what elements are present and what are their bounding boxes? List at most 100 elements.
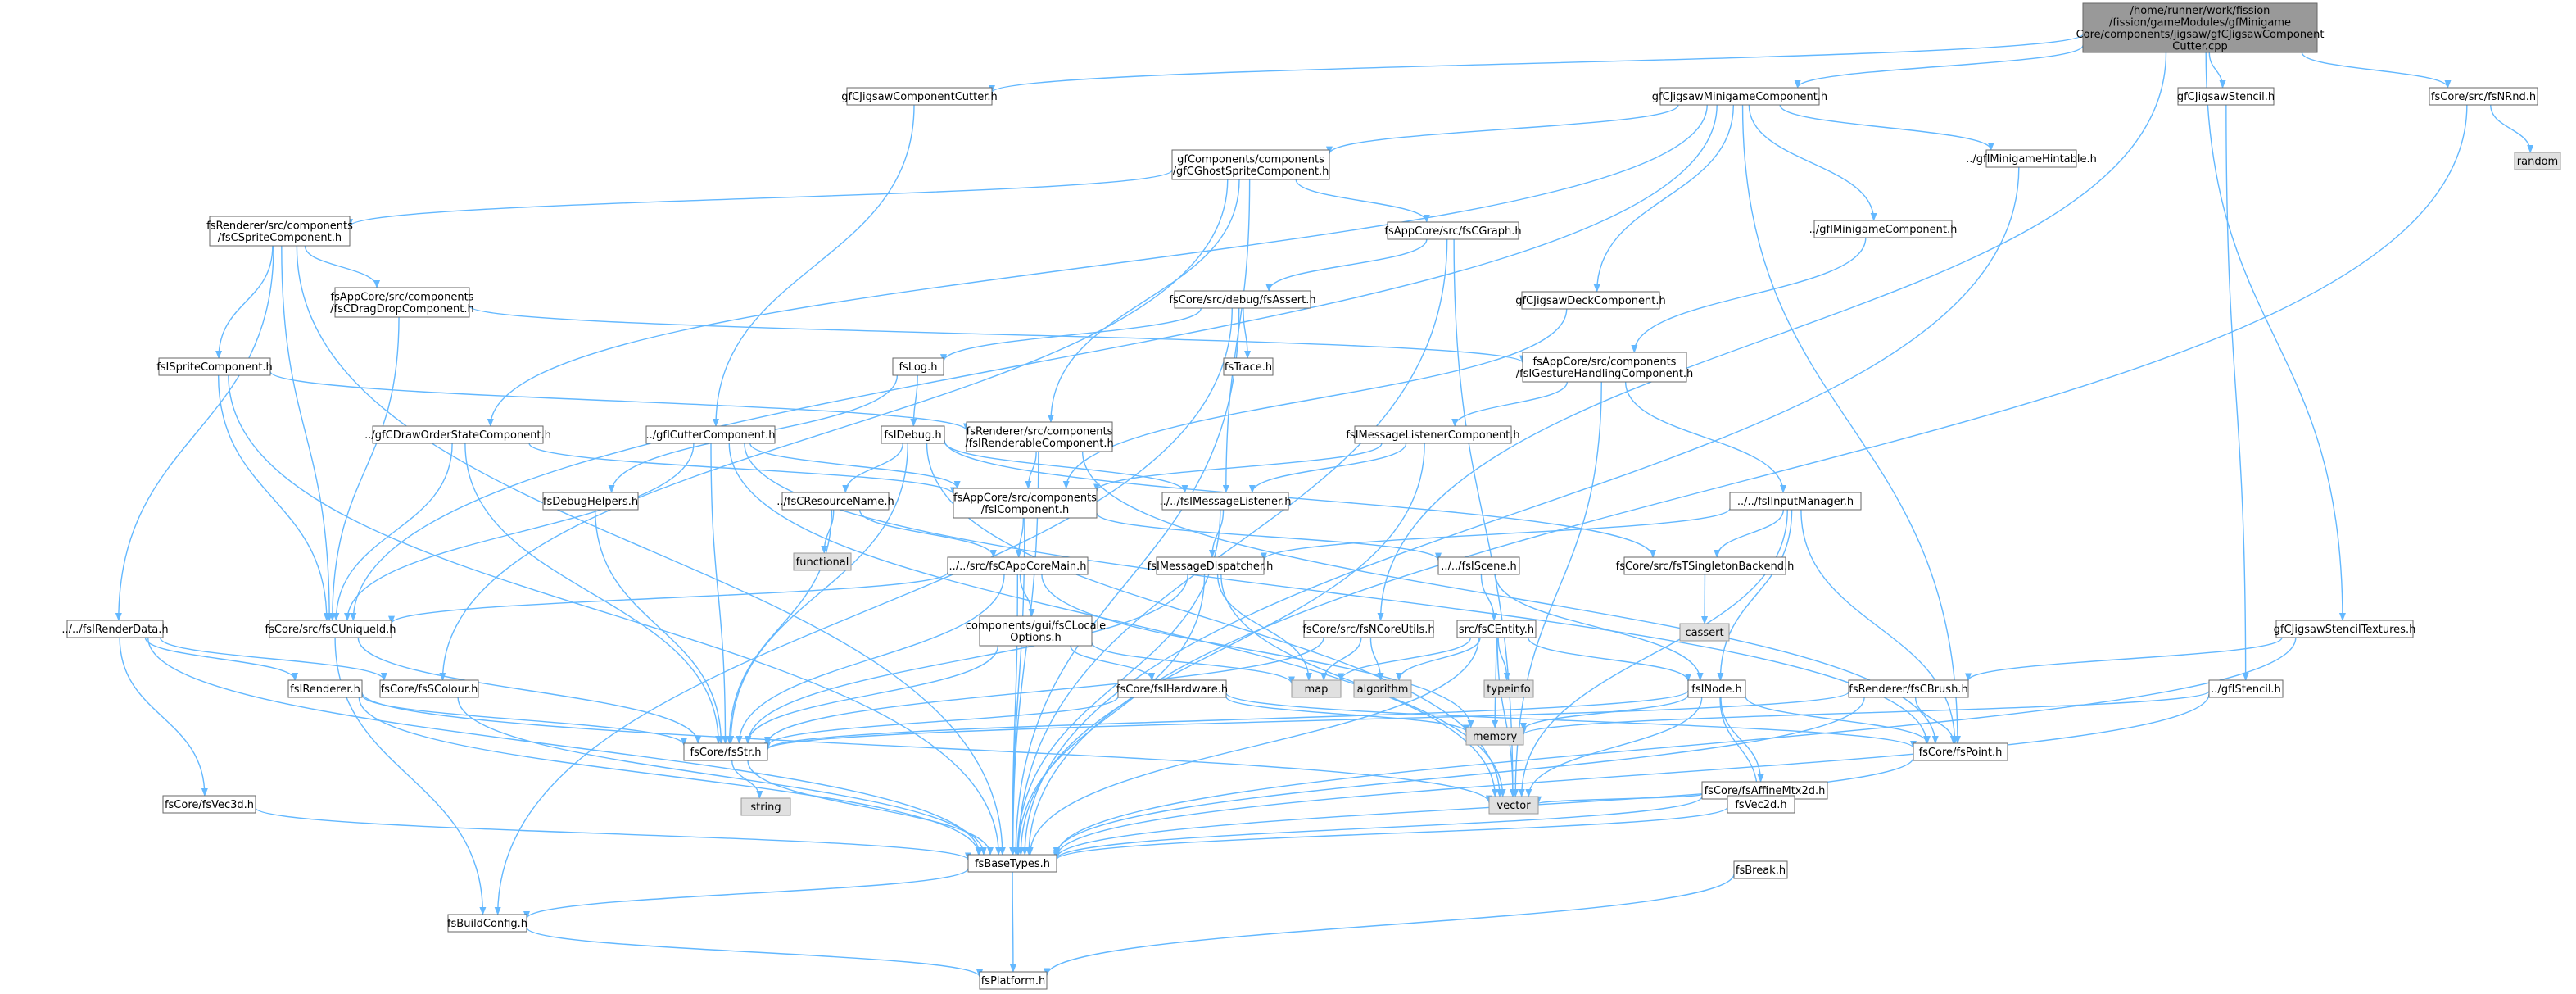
node-nrnd[interactable]: fsCore/src/fsNRnd.h <box>2429 87 2538 106</box>
node-label: fsCore/src/fsCUniqueId.h <box>265 624 396 636</box>
edge-baseTypes-to-platform <box>1009 871 1016 973</box>
node-algorithm[interactable]: algorithm <box>1353 679 1412 698</box>
node-stencil[interactable]: gfCJigsawStencil.h <box>2177 87 2275 106</box>
node-trace[interactable]: fsTrace.h <box>1223 357 1274 376</box>
node-iMsgListener[interactable]: ../../fsIMessageListener.h <box>1160 492 1292 511</box>
node-cbrush[interactable]: fsRenderer/fsCBrush.h <box>1848 679 1969 698</box>
node-box <box>1913 742 2008 761</box>
node-box <box>1522 352 1687 383</box>
node-resName[interactable]: ../fsCResourceName.h <box>776 492 894 511</box>
node-baseTypes[interactable]: fsBaseTypes.h <box>967 854 1057 873</box>
node-typeinfo[interactable]: typeinfo <box>1483 679 1534 698</box>
edge-entity-to-typeinfo <box>1497 637 1510 681</box>
node-entity[interactable]: src/fsCEntity.h <box>1456 620 1537 638</box>
node-idebug[interactable]: fsIDebug.h <box>881 425 945 444</box>
edge-msgListenerComp-to-icomponent <box>1093 443 1383 492</box>
node-spriteComp[interactable]: fsRenderer/src/components/fsCSpriteCompo… <box>206 216 353 247</box>
node-label: vector <box>1496 800 1531 812</box>
node-msgDispatcher[interactable]: fsIMessageDispatcher.h <box>1148 556 1274 575</box>
node-irenderer[interactable]: fsIRenderer.h <box>287 679 363 698</box>
node-stencilTex[interactable]: gfCJigsawStencilTextures.h <box>2274 620 2416 638</box>
node-vec3d[interactable]: fsCore/fsVec3d.h <box>162 795 256 814</box>
node-vector[interactable]: vector <box>1488 796 1539 815</box>
node-renderable[interactable]: fsRenderer/src/components/fsIRenderableC… <box>965 421 1114 452</box>
node-label: fsRenderer/src/components/fsIRenderableC… <box>965 425 1114 450</box>
node-iMinigame[interactable]: ../gfIMinigameComponent.h <box>1809 220 1958 238</box>
node-map[interactable]: map <box>1291 679 1342 698</box>
node-iSprite[interactable]: fsISpriteComponent.h <box>156 357 273 376</box>
node-box <box>66 620 164 638</box>
edge-inode-to-memory <box>1520 694 1689 732</box>
edge-inode-to-str <box>764 690 1689 751</box>
node-box <box>1303 620 1434 638</box>
node-box <box>334 287 470 318</box>
node-assert[interactable]: fsCore/src/debug/fsAssert.h <box>1169 290 1316 309</box>
node-dragDrop[interactable]: fsAppCore/src/components/fsCDragDropComp… <box>330 287 474 318</box>
node-ghostSprite[interactable]: gfComponents/components/gfCGhostSpriteCo… <box>1171 149 1330 180</box>
edge-cgraph-to-baseTypes <box>1015 238 1448 856</box>
node-box <box>1985 149 2077 168</box>
edge-colour-to-baseTypes <box>457 697 987 856</box>
node-inputMgr[interactable]: ../../fsIInputManager.h <box>1729 492 1862 511</box>
node-root[interactable]: /home/runner/work/fission/fission/gameMo… <box>2076 2 2325 53</box>
edge-appCoreMain-to-memory <box>1041 574 1474 728</box>
node-label: fsBreak.h <box>1736 865 1786 877</box>
node-singleton[interactable]: fsCore/src/fsTSingletonBackend.h <box>1616 556 1795 575</box>
node-memory[interactable]: memory <box>1465 727 1524 746</box>
node-box <box>1623 556 1786 575</box>
node-drawOrder[interactable]: ../gfCDrawOrderStateComponent.h <box>364 425 551 444</box>
node-hintable[interactable]: ../gfIMinigameHintable.h <box>1966 149 2097 168</box>
node-appCoreMain[interactable]: ../../src/fsCAppCoreMain.h <box>947 556 1089 575</box>
node-break[interactable]: fsBreak.h <box>1733 860 1788 879</box>
node-functional[interactable]: functional <box>793 552 852 571</box>
edge-stencilTex-to-baseTypes <box>1053 637 2297 856</box>
node-label: fsIMessageDispatcher.h <box>1148 561 1274 573</box>
node-colour[interactable]: fsCore/fsSColour.h <box>379 679 479 698</box>
node-label: fsBaseTypes.h <box>975 858 1050 870</box>
edge-renderData-to-baseTypes <box>147 637 983 856</box>
edge-deck-to-icomponent <box>1062 308 1568 489</box>
node-log[interactable]: fsLog.h <box>892 357 944 376</box>
edge-gfCutter-to-vector <box>728 443 1499 797</box>
node-point[interactable]: fsCore/fsPoint.h <box>1913 742 2008 761</box>
node-renderData[interactable]: ../../fsIRenderData.h <box>61 620 169 638</box>
node-icomponent[interactable]: fsAppCore/src/components/fsIComponent.h <box>953 488 1098 519</box>
edge-assert-to-trace <box>1243 307 1252 359</box>
node-box <box>2275 620 2414 638</box>
edge-entity-to-baseTypes <box>1026 637 1479 856</box>
node-string[interactable]: string <box>740 797 791 816</box>
node-label: gfCJigsawStencilTextures.h <box>2274 624 2416 636</box>
node-buildConfig[interactable]: fsBuildConfig.h <box>447 914 527 933</box>
node-ncoreUtils[interactable]: fsCore/src/fsNCoreUtils.h <box>1302 620 1435 638</box>
node-cgraph[interactable]: fsAppCore/src/fsCGraph.h <box>1384 221 1522 240</box>
node-msgListenerComp[interactable]: fsIMessageListenerComponent.h <box>1346 425 1520 444</box>
node-deck[interactable]: gfCJigsawDeckComponent.h <box>1515 291 1666 310</box>
node-cutterH[interactable]: gfCJigsawComponentCutter.h <box>841 87 998 106</box>
node-label: fsIMessageListenerComponent.h <box>1346 429 1519 442</box>
node-vec2d[interactable]: fsVec2d.h <box>1727 795 1795 814</box>
node-box <box>1679 623 1730 642</box>
node-iscene[interactable]: ../../fsIScene.h <box>1437 556 1520 575</box>
node-affine[interactable]: fsCore/fsAffineMtx2d.h <box>1701 781 1828 800</box>
node-box <box>781 492 890 511</box>
edge-minigameComp-to-hintable <box>1779 104 1994 151</box>
node-box <box>1687 679 1746 698</box>
node-platform[interactable]: fsPlatform.h <box>979 971 1048 990</box>
node-uniqueId[interactable]: fsCore/src/fsCUniqueId.h <box>265 620 396 638</box>
node-inode[interactable]: fsINode.h <box>1687 679 1746 698</box>
node-cassert[interactable]: cassert <box>1679 623 1730 642</box>
node-minigameComp[interactable]: gfCJigsawMinigameComponent.h <box>1652 87 1827 106</box>
node-gfIStencil[interactable]: ../gfIStencil.h <box>2208 679 2284 698</box>
node-random[interactable]: random <box>2514 152 2561 170</box>
node-str[interactable]: fsCore/fsStr.h <box>683 742 768 761</box>
node-label: functional <box>796 556 849 569</box>
node-hardware[interactable]: fsCore/fsIHardware.h <box>1116 679 1228 698</box>
node-debugHelpers[interactable]: fsDebugHelpers.h <box>542 492 639 511</box>
node-box <box>1156 556 1265 575</box>
node-gfCutter[interactable]: ../gfICutterComponent.h <box>645 425 776 444</box>
node-label: fsRenderer/fsCBrush.h <box>1849 683 1967 696</box>
node-gesture[interactable]: fsAppCore/src/components/fsIGestureHandl… <box>1516 352 1694 383</box>
node-box <box>881 425 945 444</box>
node-label: ../../fsIInputManager.h <box>1737 496 1854 508</box>
